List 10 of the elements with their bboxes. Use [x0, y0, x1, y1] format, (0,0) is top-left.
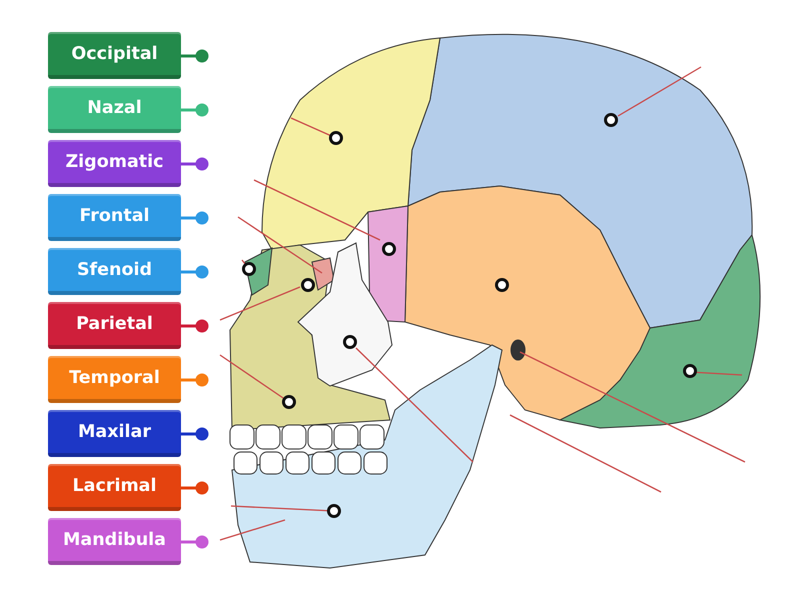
label-tile: Sfenoid [48, 248, 181, 295]
label-tile: Maxilar [48, 410, 181, 457]
label-tile: Mandibula [48, 518, 181, 565]
label-tile: Nazal [48, 86, 181, 133]
label-tile: Lacrimal [48, 464, 181, 511]
label-tile: Occipital [48, 32, 181, 79]
label-tile: Frontal [48, 194, 181, 241]
label-tile: Temporal [48, 356, 181, 403]
label-tile: Zigomatic [48, 140, 181, 187]
label-tile: Parietal [48, 302, 181, 349]
